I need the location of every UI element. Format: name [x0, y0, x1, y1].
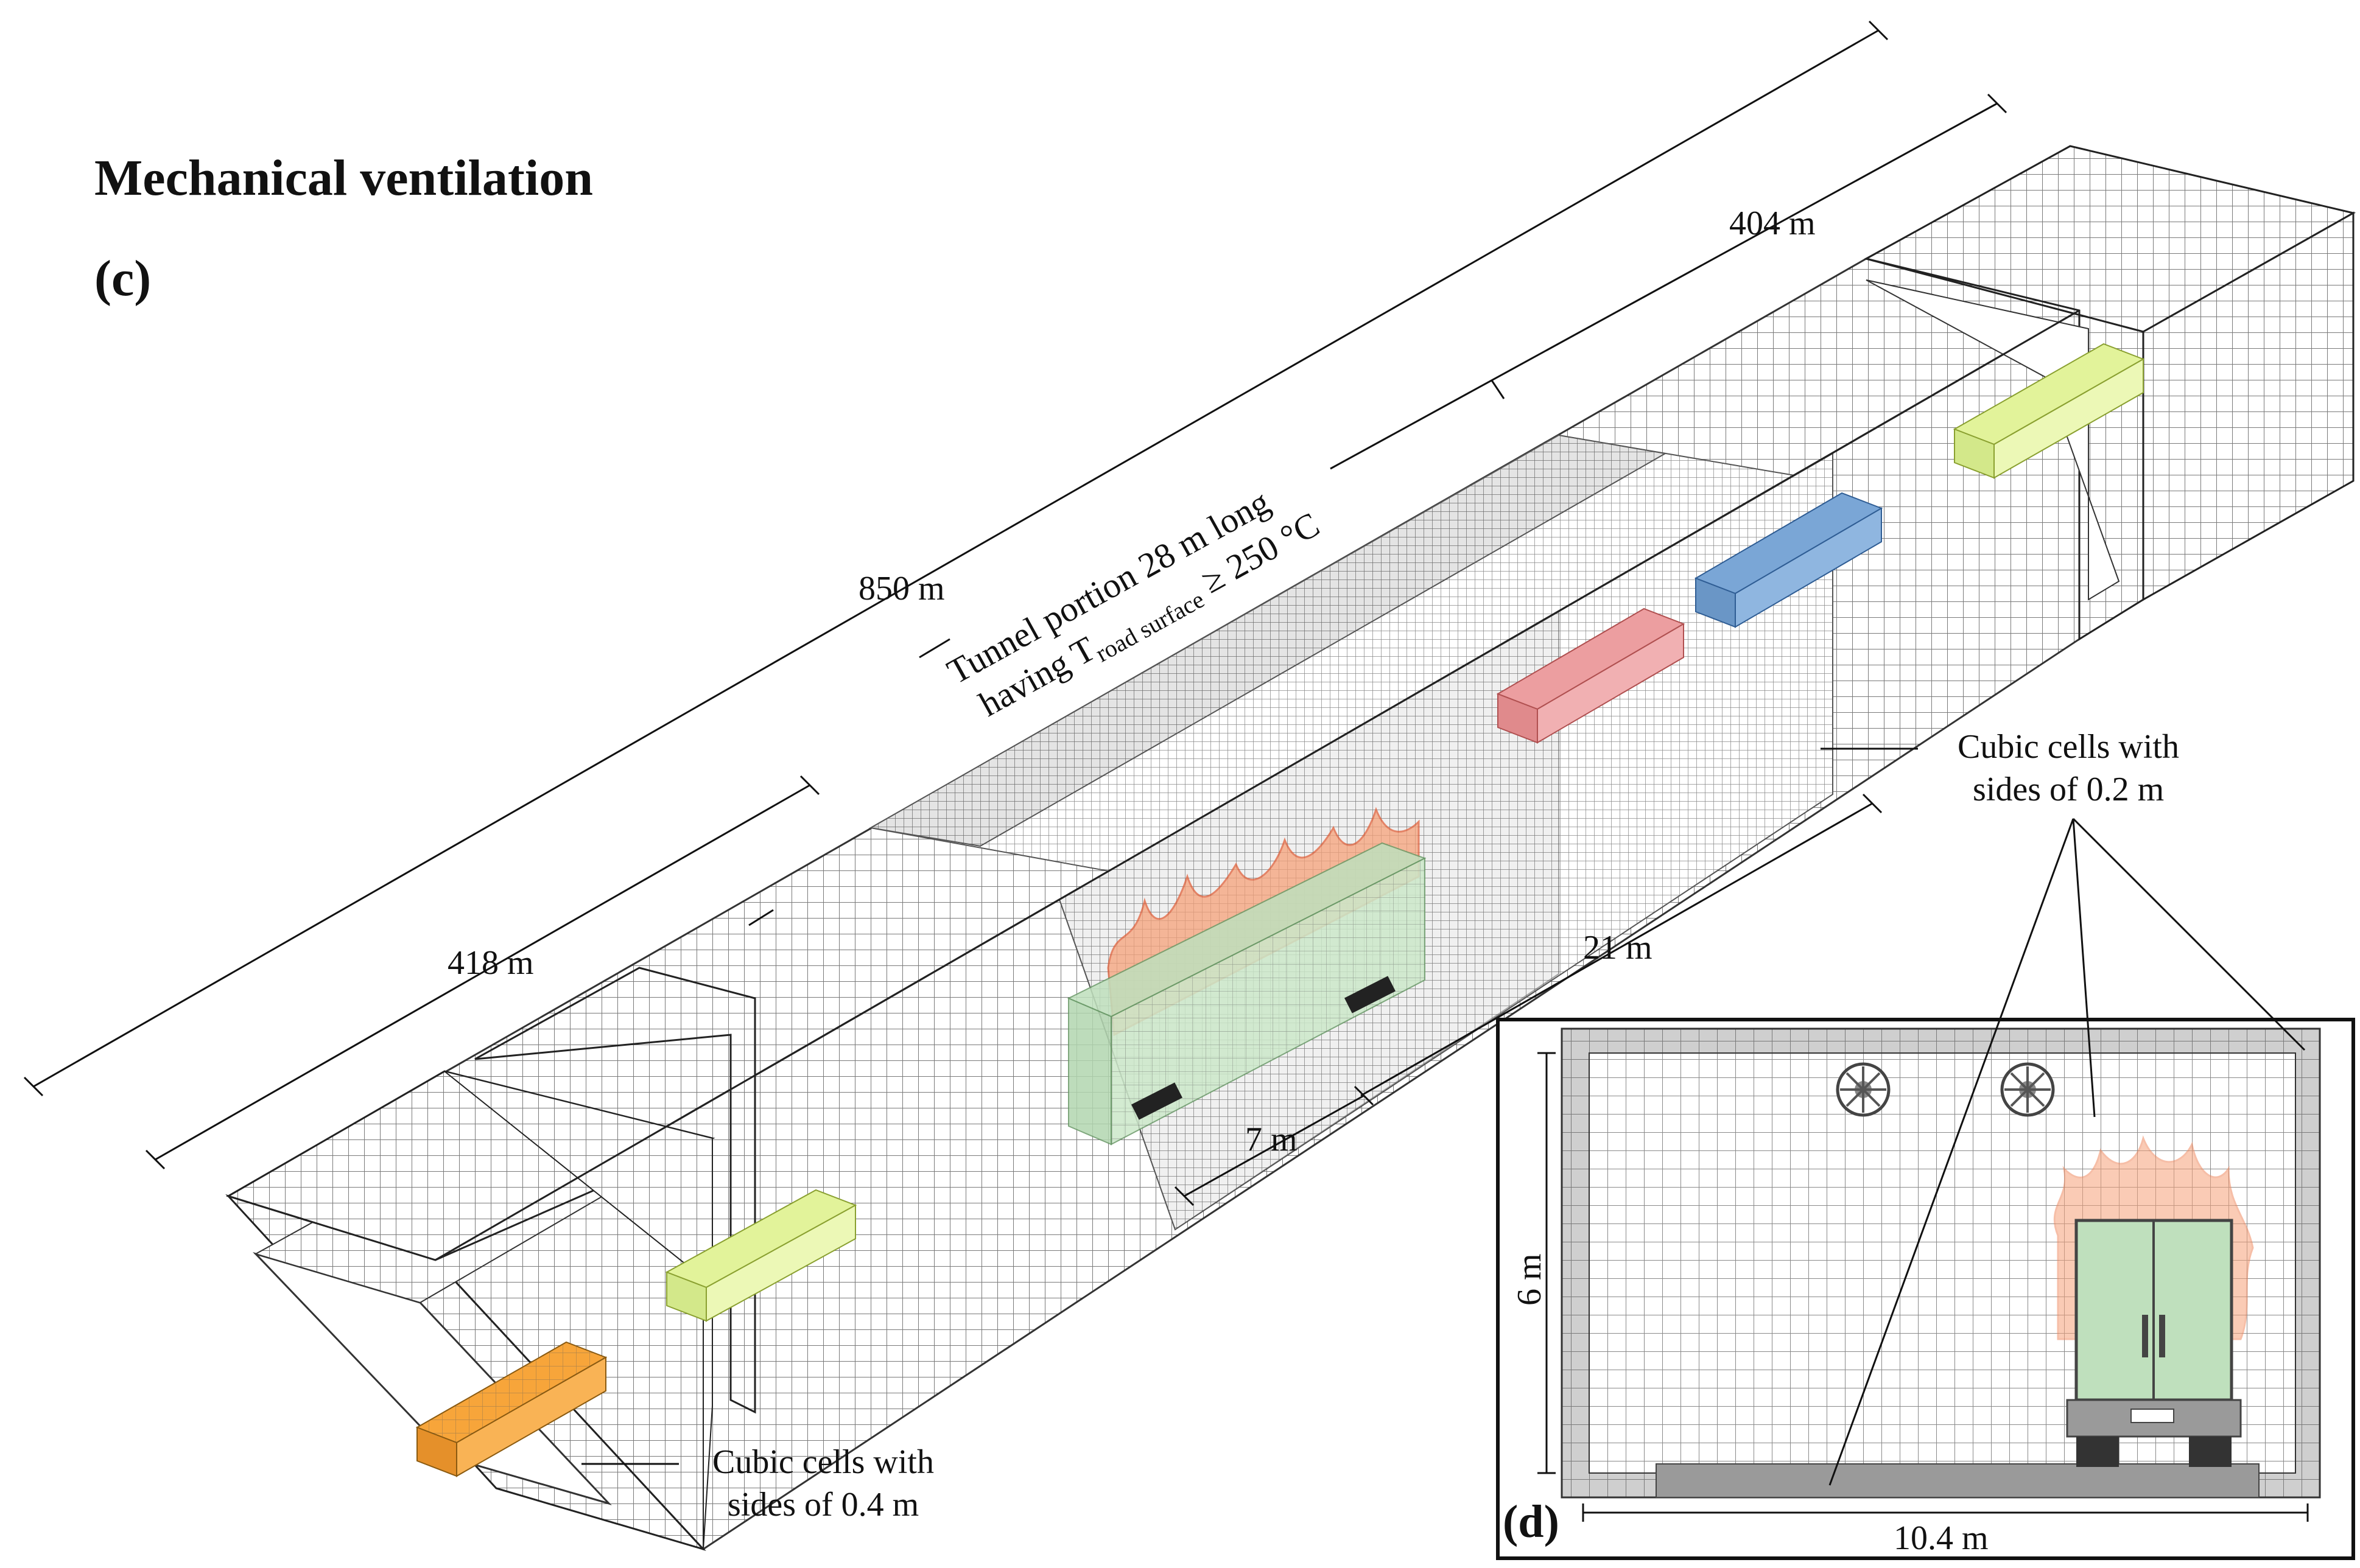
- section-height-label: 6 m: [1511, 1253, 1548, 1306]
- figure-heading: Mechanical ventilation: [94, 150, 593, 206]
- left-portal-box-side: [444, 1071, 713, 1550]
- section-dimension-lines: [1537, 1052, 2309, 1522]
- dim-850-label: 850 m: [859, 570, 945, 607]
- vehicle-lime-right: [1953, 343, 2145, 479]
- panel-c-label: (c): [94, 250, 151, 307]
- vehicle-blue: [1694, 492, 1883, 628]
- dim-7-line: [1184, 1094, 1364, 1197]
- fine-cells-label-1: Cubic cells with: [1958, 728, 2179, 766]
- fine-cells-label-2: sides of 0.2 m: [1973, 771, 2164, 808]
- section-width-label: 10.4 m: [1894, 1519, 1989, 1557]
- tunnel-roof-hot-zone: [869, 434, 1667, 847]
- dim-418-label: 418 m: [448, 944, 534, 982]
- vehicle-red: [1496, 607, 1685, 744]
- truck-rear-view: [2053, 1135, 2254, 1467]
- cross-section-panel: [1496, 817, 2355, 1560]
- truck-wheel: [1344, 976, 1396, 1013]
- road-surface: [1656, 1463, 2260, 1498]
- dim-404-line: [1330, 102, 1998, 470]
- coarse-cells-label-1: Cubic cells with: [712, 1443, 934, 1481]
- vehicle-orange: [415, 1341, 608, 1477]
- coarse-cells-label-2: sides of 0.4 m: [728, 1486, 919, 1524]
- jet-fan-icon: [1836, 1062, 1891, 1117]
- dimension-lines: [23, 20, 2007, 1465]
- dim-850-line: [33, 29, 1879, 1088]
- dim-21-label: 21 m: [1583, 929, 1652, 967]
- tunnel-3d-view: [225, 145, 2356, 1551]
- dim-21-line: [1360, 802, 1873, 1097]
- dim-418-line: [155, 784, 810, 1161]
- jet-fan-icon: [2000, 1062, 2055, 1117]
- fine-cells-leader-lines: [1828, 817, 2306, 1486]
- second-section-frame: [474, 967, 756, 1414]
- dim-404-label: 404 m: [1729, 205, 1816, 242]
- right-portal-inner: [1866, 279, 2120, 601]
- dim-7-label: 7 m: [1245, 1121, 1298, 1158]
- burning-truck: [1067, 807, 1427, 1146]
- vehicle-lime-left: [665, 1189, 857, 1322]
- panel-d-label: (d): [1503, 1496, 1559, 1547]
- truck-wheel: [1131, 1082, 1182, 1120]
